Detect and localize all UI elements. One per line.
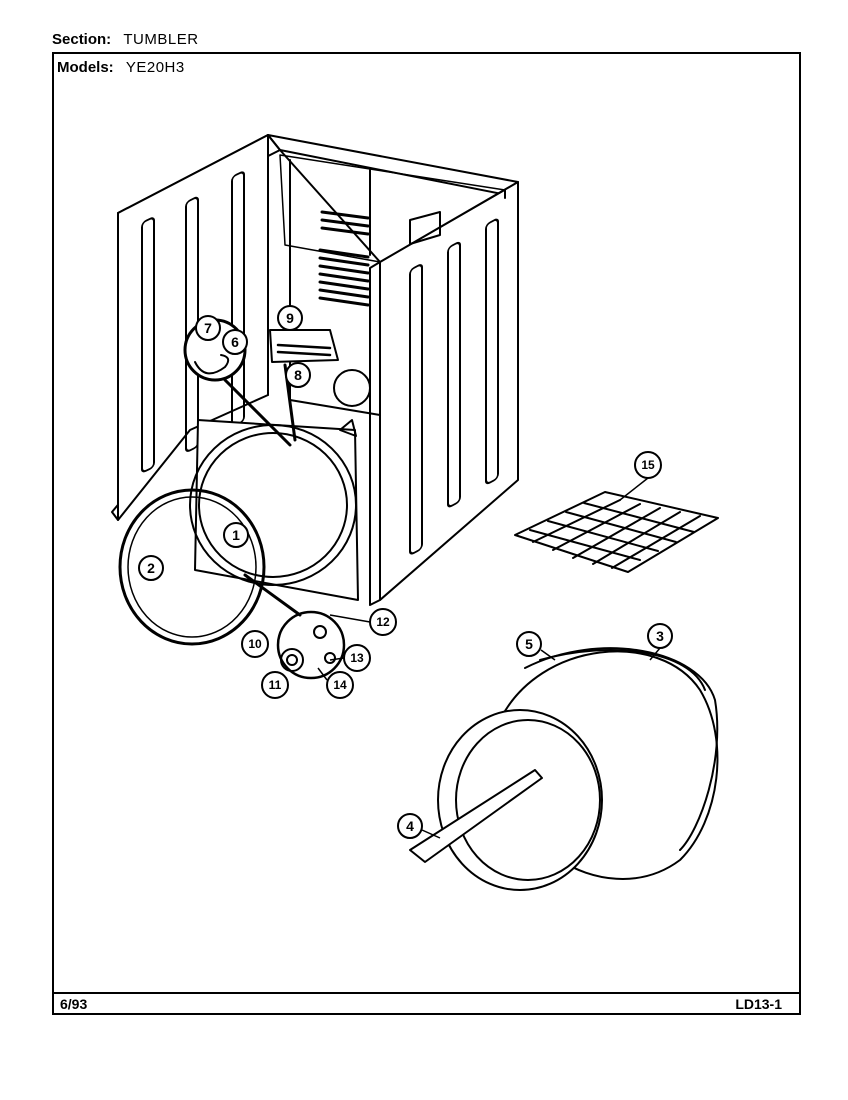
models-value: YE20H3 xyxy=(125,59,185,76)
callout-9-label: 9 xyxy=(286,310,294,326)
callout-11-label: 11 xyxy=(269,678,282,692)
callout-12-label: 12 xyxy=(376,615,390,629)
drum-seal-illustration xyxy=(118,488,266,646)
models-label: Models: xyxy=(57,59,114,76)
callout-15-label: 15 xyxy=(641,458,655,472)
callout-8-label: 8 xyxy=(294,367,302,383)
drying-rack-illustration xyxy=(514,491,719,573)
callout-4-label: 4 xyxy=(406,818,414,834)
callout-1-label: 1 xyxy=(232,527,240,543)
callout-2-label: 2 xyxy=(147,560,155,576)
callout-3-label: 3 xyxy=(656,628,664,644)
document-code: LD13-1 xyxy=(735,996,782,1012)
callout-11 xyxy=(261,671,289,699)
callout-10 xyxy=(241,630,269,658)
section-value: TUMBLER xyxy=(123,31,199,48)
bulkhead-illustration xyxy=(189,419,359,601)
callout-7-label: 7 xyxy=(204,320,212,336)
date-code: 6/93 xyxy=(60,996,88,1012)
callout-2 xyxy=(138,555,164,581)
callout-14 xyxy=(326,671,354,699)
callout-9 xyxy=(277,305,303,331)
callout-5 xyxy=(516,631,542,657)
callout-5-label: 5 xyxy=(525,636,533,652)
tumbler-drum-illustration xyxy=(409,647,719,891)
models-header: Models: YE20H3 xyxy=(57,59,185,77)
callout-13-label: 13 xyxy=(350,651,364,665)
callout-6 xyxy=(222,329,248,355)
callout-6-label: 6 xyxy=(231,334,239,350)
footer-divider xyxy=(52,992,801,994)
section-label: Section: xyxy=(52,31,112,48)
callout-4 xyxy=(397,813,423,839)
callout-7 xyxy=(195,315,221,341)
callout-14-label: 14 xyxy=(333,678,347,692)
detail-bubble-bearing xyxy=(276,610,346,680)
callout-10-label: 10 xyxy=(248,637,262,651)
callout-8 xyxy=(285,362,311,388)
section-header: Section: TUMBLER xyxy=(52,31,199,49)
callout-1 xyxy=(223,522,249,548)
diagram-frame xyxy=(52,52,801,1015)
